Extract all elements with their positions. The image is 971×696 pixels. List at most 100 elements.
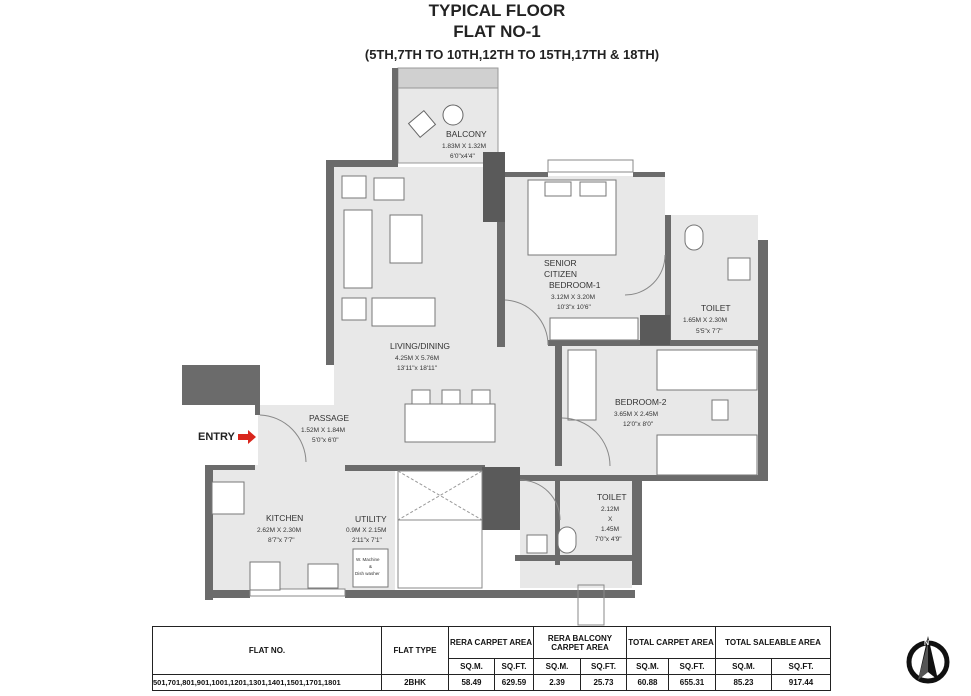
basin-icon [526, 534, 548, 554]
kitchen-imperial: 8'7"x 7'7" [268, 537, 295, 544]
entry-label: ENTRY [198, 431, 235, 443]
basin-icon [727, 257, 751, 281]
passage-metric: 1.52M X 1.84M [301, 427, 345, 434]
toilet2-x: X [608, 516, 613, 523]
appliance-box [352, 548, 389, 588]
cell-rera-balcony-sqft: 25.73 [580, 674, 627, 691]
flat-number: FLAT NO-1 [453, 22, 541, 41]
wardrobe-icon [567, 349, 597, 421]
bedroom1-label-3: BEDROOM-1 [549, 280, 601, 290]
bedroom2-imperial: 12'0"x 8'0" [623, 421, 654, 428]
subheader-sqm: SQ.M. [626, 658, 669, 675]
wc-icon [684, 224, 704, 251]
armchair-icon [373, 177, 405, 201]
bedroom2-label: BEDROOM-2 [615, 397, 667, 407]
chair-icon [471, 389, 491, 405]
coffee-table-icon [389, 214, 423, 264]
utility-imperial: 2'11"x 7'1" [352, 537, 382, 544]
desk-icon [711, 399, 729, 421]
balcony-label: BALCONY [446, 129, 487, 139]
toilet1-metric: 1.65M X 2.30M [683, 317, 727, 324]
kitchen-window [249, 588, 346, 597]
plan-title: TYPICAL FLOOR [428, 1, 566, 20]
cell-total-carpet-sqm: 60.88 [626, 674, 669, 691]
wardrobe-icon [549, 317, 639, 341]
toilet2-metric-2: 1.45M [601, 526, 619, 533]
pillow-icon [579, 181, 607, 197]
bedroom1-metric: 3.12M X 3.20M [551, 294, 595, 301]
living-metric: 4.25M X 5.76M [395, 355, 439, 362]
cell-total-carpet-sqft: 655.31 [668, 674, 716, 691]
bedroom1-label-1: SENIOR [544, 258, 577, 268]
stove-icon [249, 561, 281, 591]
header-flat-no: FLAT NO. [152, 626, 382, 675]
side-table-icon [341, 175, 367, 199]
kitchen-metric: 2.62M X 2.30M [257, 527, 301, 534]
north-compass-icon: N [906, 636, 950, 684]
utility-label: UTILITY [355, 514, 387, 524]
cell-rera-carpet-sqm: 58.49 [448, 674, 495, 691]
appliance-label-1: W. Machine [356, 557, 380, 562]
toilet2-label: TOILET [597, 492, 627, 502]
header-total-saleable: TOTAL SALEABLE AREA [715, 626, 831, 659]
passage-label: PASSAGE [309, 413, 349, 423]
cell-total-saleable-sqm: 85.23 [715, 674, 772, 691]
balcony-wall [392, 68, 398, 166]
cell-rera-carpet-sqft: 629.59 [494, 674, 534, 691]
bedroom1-label-2: CITIZEN [544, 269, 577, 279]
header-rera-carpet: RERA CARPET AREA [448, 626, 534, 659]
compass-north-label: N [924, 640, 929, 647]
sofa2-icon [371, 297, 436, 327]
subheader-sqft: SQ.FT. [668, 658, 716, 675]
walls [182, 152, 768, 600]
furniture [211, 175, 758, 591]
balcony-chair-icon [407, 109, 437, 139]
chair-icon [441, 389, 461, 405]
cell-total-saleable-sqft: 917.44 [771, 674, 831, 691]
toilet2-imperial: 7'0"x 4'9" [595, 536, 622, 543]
subheader-sqm: SQ.M. [448, 658, 495, 675]
toilet2-metric-1: 2.12M [601, 506, 619, 513]
side-table-icon [341, 297, 367, 321]
header-total-carpet: TOTAL CARPET AREA [626, 626, 716, 659]
balcony-table-icon [442, 104, 464, 126]
utility-metric: 0.9M X 2.15M [346, 527, 386, 534]
subheader-sqft: SQ.FT. [580, 658, 627, 675]
bedroom2-metric: 3.65M X 2.45M [614, 411, 658, 418]
fridge-icon [211, 481, 245, 515]
dining-table-icon [404, 403, 496, 443]
appliance-label-2: & [369, 564, 372, 569]
bed-icon [656, 434, 758, 476]
table-row: 501,701,801,901,1001,1201,1301,1401,1501… [152, 674, 831, 691]
living-label: LIVING/DINING [390, 341, 450, 351]
chair-icon [411, 389, 431, 405]
shaft [397, 470, 483, 589]
header-flat-type: FLAT TYPE [381, 626, 449, 675]
cell-flat-no: 501,701,801,901,1001,1201,1301,1401,1501… [152, 674, 382, 691]
living-imperial: 13'11"x 18'11" [397, 365, 438, 372]
doors [259, 254, 666, 626]
area-table: FLAT NO. FLAT TYPE RERA CARPET AREA RERA… [152, 626, 831, 691]
sink-icon [307, 563, 339, 589]
subheader-sqm: SQ.M. [715, 658, 772, 675]
subheader-sqft: SQ.FT. [771, 658, 831, 675]
cell-rera-balcony-sqm: 2.39 [533, 674, 581, 691]
toilet1-label: TOILET [701, 303, 731, 313]
shaft-cross [397, 470, 483, 521]
floors-list: (5TH,7TH TO 10TH,12TH TO 15TH,17TH & 18T… [364, 47, 660, 62]
balcony-imperial: 6'0"x4'4" [450, 153, 475, 160]
bedroom1-window [547, 159, 634, 173]
balcony-parapet [397, 67, 499, 89]
wc-icon [557, 526, 577, 554]
passage-imperial: 5'0"x 6'0" [312, 437, 339, 444]
toilet1-imperial: 5'5"x 7'7" [696, 328, 723, 335]
pillow-icon [544, 181, 572, 197]
bed-icon [656, 349, 758, 391]
header-rera-balcony: RERA BALCONY CARPET AREA [533, 626, 627, 659]
cell-flat-type: 2BHK [381, 674, 449, 691]
kitchen-label: KITCHEN [266, 513, 303, 523]
sofa-icon [343, 209, 373, 289]
subheader-sqft: SQ.FT. [494, 658, 534, 675]
appliance-label-3: Dish washer [355, 571, 380, 576]
